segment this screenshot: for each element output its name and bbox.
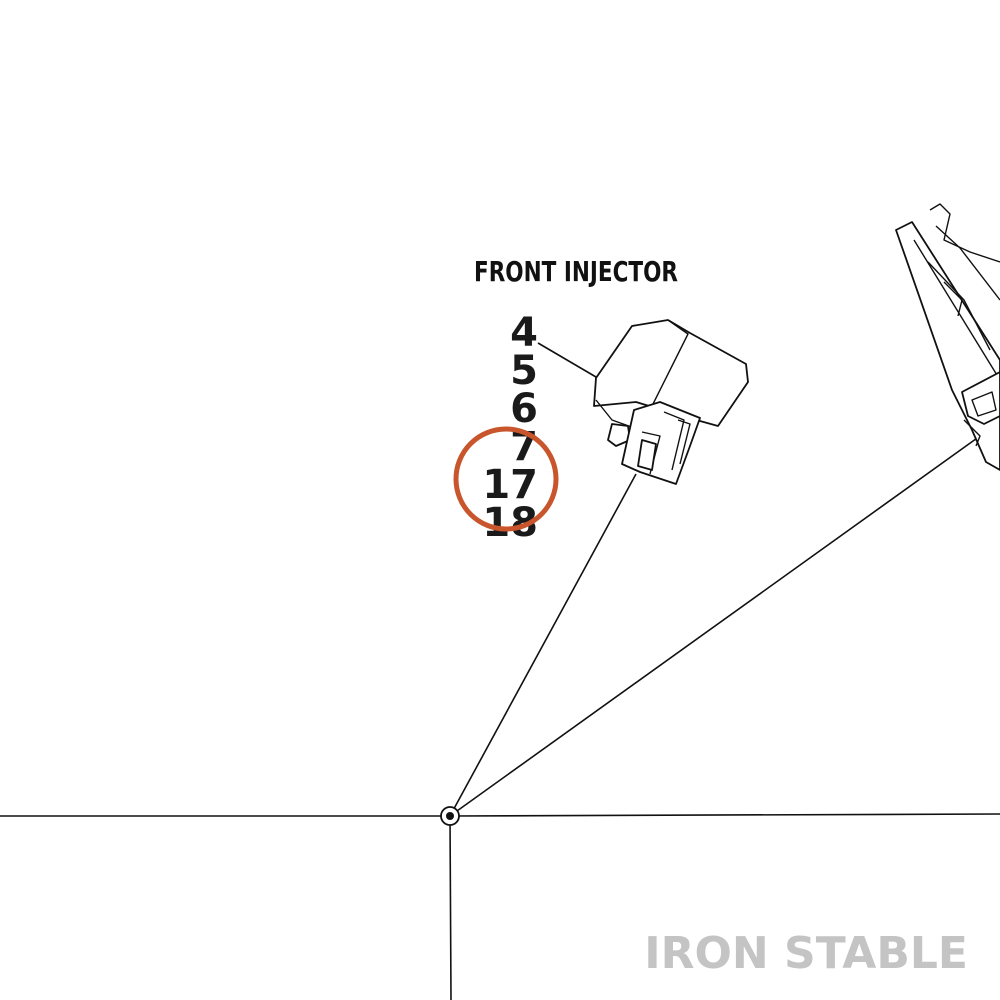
rear-connector-wire [449,435,981,817]
watermark-text: IRON STABLE [644,928,968,979]
junction-node-icon [440,806,460,826]
pin-number-17: 17 [482,462,538,508]
injector-connector-icon [593,319,749,485]
pin-number-list: 4 5 6 7 17 18 [482,310,538,546]
vertical-wire-down [449,815,452,1000]
front-injector-wire [449,473,637,817]
side-connector-icon [895,203,1000,471]
horizontal-wire-right [449,813,1000,817]
highlight-ring-icon [453,426,559,532]
pin-leader-line [537,342,597,378]
pin-number-4: 4 [510,310,538,356]
wire-network [0,342,1000,1000]
pin-number-5: 5 [510,348,538,394]
pin-number-6: 6 [510,386,538,432]
connector-title: FRONT INJECTOR [474,255,678,288]
